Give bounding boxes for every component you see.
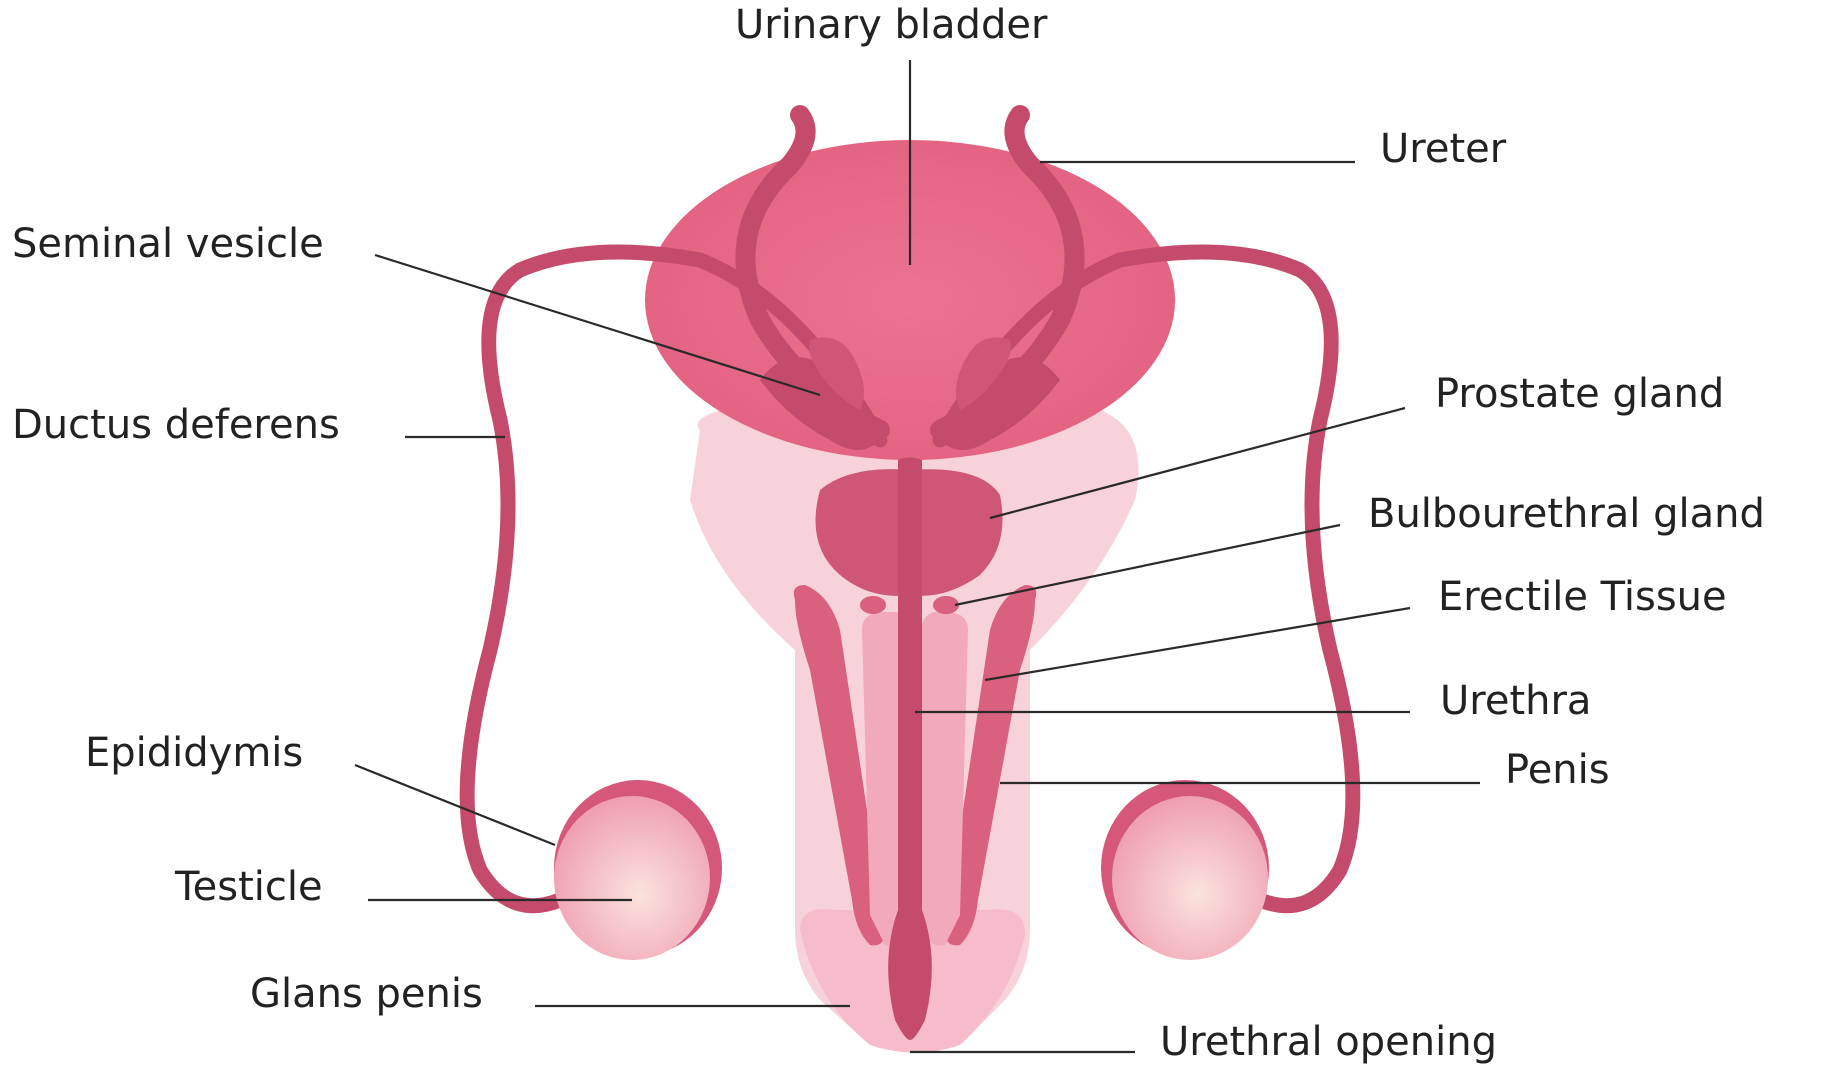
label-bulbourethral-gland: Bulbourethral gland [1368, 491, 1765, 537]
label-urinary-bladder: Urinary bladder [735, 2, 1048, 48]
testicle-left [554, 780, 722, 960]
bulbourethral-gland-left [860, 596, 886, 614]
testicle-right [1101, 780, 1269, 960]
label-ureter: Ureter [1380, 126, 1507, 172]
label-glans-penis: Glans penis [250, 971, 483, 1017]
label-urethra: Urethra [1440, 678, 1591, 724]
label-penis: Penis [1505, 747, 1610, 793]
label-epididymis: Epididymis [85, 730, 303, 776]
label-ductus-deferens: Ductus deferens [12, 402, 340, 448]
leader-epididymis [355, 765, 555, 845]
label-testicle: Testicle [174, 864, 323, 910]
label-prostate-gland: Prostate gland [1435, 371, 1724, 417]
erectile-column-right-inner [918, 612, 968, 946]
label-seminal-vesicle: Seminal vesicle [12, 221, 324, 267]
label-erectile-tissue: Erectile Tissue [1438, 574, 1727, 620]
label-urethral-opening: Urethral opening [1160, 1019, 1497, 1065]
